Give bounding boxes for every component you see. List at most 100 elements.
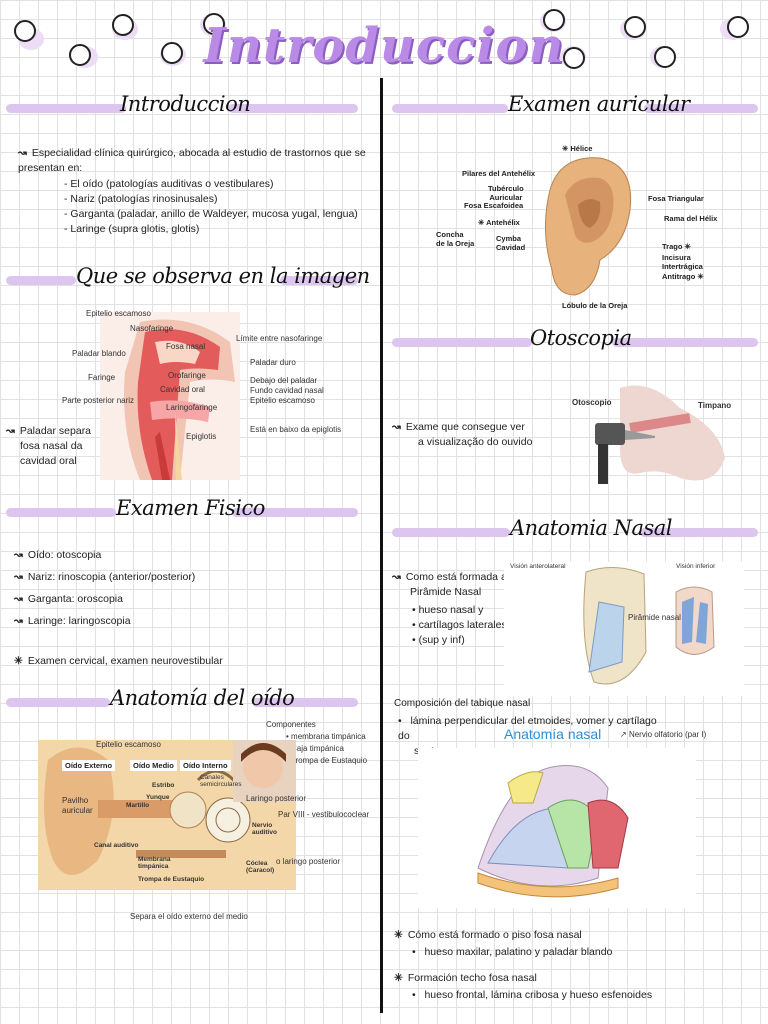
section-heading-otoscopia: Otoscopia: [530, 326, 632, 350]
examen-list: ↝Oído: otoscopia ↝Nariz: rinoscopia (ant…: [14, 548, 364, 629]
column-divider: [380, 78, 383, 1013]
label-epitelio: Epitelio escamoso: [86, 309, 151, 318]
examen-extra: ✳Examen cervical, examen neurovestibular: [14, 655, 223, 667]
intro-text: ↝Especialidad clínica quirúrgico, abocad…: [18, 147, 366, 174]
section-heading-observa: Que se observa en la imagen: [76, 264, 370, 288]
auricle-image: [530, 150, 640, 300]
intro-list: - El oído (patologías auditivas o vestib…: [64, 177, 374, 237]
decor-circle: [654, 46, 676, 68]
asterisk-icon: ✳: [682, 242, 691, 251]
label-vista-inferior: Visión inferior: [676, 563, 716, 570]
curved-arrow-icon: ↝: [18, 147, 27, 159]
curved-arrow-icon: ↝: [392, 571, 401, 583]
label-nervio: Nervio auditivo: [252, 822, 277, 836]
label-cavidad-oral: Cavidad oral: [160, 385, 205, 394]
label-debajo: Debajo del paladar Fundo cavidad nasal E…: [250, 376, 324, 405]
label-limite: Límite entre nasofaringe: [236, 334, 323, 343]
heading-bar: [252, 698, 358, 707]
label-faringe: Faringe: [88, 373, 116, 382]
curved-arrow-icon: ↝: [6, 425, 15, 437]
piramide-text: ↝Como está formada a Pirâmide Nasal: [392, 571, 507, 598]
label-bajo-epiglotis: Está en baixo da epiglotis: [250, 425, 342, 434]
label-epitelio-oido: Epitelio escamoso: [96, 740, 161, 749]
label-piramide-nasal: Pirâmide nasal: [628, 613, 681, 622]
label-laringo-posterior-2: o laringo posterior: [276, 857, 341, 866]
label-canales: Canales semicirculares: [200, 774, 242, 788]
decor-circle: [624, 16, 646, 38]
label-trago: Trago ✳: [662, 242, 691, 251]
label-lobulo: Lóbulo de la Oreja: [562, 301, 628, 310]
decor-circle: [563, 47, 585, 69]
section-heading-examen: Examen Fisico: [116, 496, 265, 520]
label-canal: Canal auditivo: [94, 842, 139, 849]
label-vista-anterolateral: Visión anterolateral: [510, 563, 566, 570]
curved-arrow-icon: ↝: [392, 421, 401, 433]
list-item: • hueso frontal, lámina cribosa y hueso …: [412, 989, 653, 1001]
label-epiglotis: Epiglotis: [186, 432, 217, 441]
label-laringo-posterior: Laringo posterior: [246, 794, 307, 803]
tabique-title: Composición del tabique nasal: [394, 698, 531, 709]
otoscope-image: [580, 378, 730, 496]
section-heading-nasal: Anatomia Nasal: [510, 516, 673, 540]
piramide-list: hueso nasal y cartílagos laterales (sup …: [412, 603, 522, 648]
throat-anatomy-image: [100, 312, 240, 480]
heading-bar: [6, 276, 76, 285]
label-membrana: Membrana timpánica: [138, 856, 171, 870]
asterisk-icon: ✳: [394, 972, 403, 984]
heading-bar: [6, 698, 110, 707]
label-timpano: Timpano: [698, 401, 732, 410]
label-estribo: Estribo: [152, 782, 175, 789]
list-item: - Nariz (patologías rinosinusales): [64, 193, 218, 205]
decor-circle: [727, 16, 749, 38]
label-par-viii: Par VIII - vestibulococlear: [278, 810, 370, 819]
label-oido-interno: Oído Interno: [180, 760, 231, 771]
heading-bar: [228, 104, 358, 113]
decor-circle: [14, 20, 36, 42]
label-antitrago: Antitrago ✳: [662, 272, 704, 281]
list-item: - Garganta (paladar, anillo de Waldeyer,…: [64, 208, 358, 220]
list-item: • lámina perpendicular del etmoides, vom…: [398, 715, 657, 742]
piso-list: • hueso maxilar, palatino y paladar blan…: [412, 945, 732, 960]
heading-bar: [280, 276, 358, 285]
section-heading-intro: Introduccion: [120, 92, 251, 116]
label-concha: Concha de la Oreja: [436, 230, 475, 248]
label-antehelix: ✳ Antehélix: [478, 218, 520, 227]
decor-circle: [543, 9, 565, 31]
label-nasofaringe: Nasofaringe: [130, 324, 174, 333]
nasal-pyramid-image: [504, 562, 744, 696]
observa-note: ↝Paladar separa fosa nasal da cavidad or…: [6, 425, 92, 467]
list-item: ↝Garganta: oroscopia: [14, 593, 123, 605]
arrow-icon: ↗: [620, 730, 629, 739]
piso-text: ✳Cómo está formado o piso fosa nasal: [394, 929, 582, 941]
label-coclea: Cóclea (Caracol): [246, 860, 275, 874]
asterisk-icon: ✳: [695, 272, 704, 281]
label-trompa: Trompa de Eustaquio: [138, 876, 205, 883]
heading-bar: [392, 528, 510, 537]
list-item: hueso nasal y: [412, 603, 522, 618]
label-rama: Rama del Hélix: [664, 214, 718, 223]
heading-bar: [6, 104, 126, 113]
label-fosa-triangular: Fosa Triangular: [648, 194, 704, 203]
curved-arrow-icon: ↝: [14, 571, 23, 583]
label-fosa-escafoidea: Fosa Escafoidea: [464, 201, 524, 210]
techo-list: • hueso frontal, lámina cribosa y hueso …: [412, 988, 742, 1003]
label-incisura: Incisura Intertrágica: [662, 253, 703, 271]
label-laringofaringe: Laringofaringe: [166, 403, 218, 412]
label-oido-medio: Oído Medio: [130, 760, 177, 771]
techo-text: ✳Formación techo fosa nasal: [394, 972, 537, 984]
heading-bar: [6, 508, 116, 517]
label-otoscopio: Otoscopio: [572, 398, 612, 407]
label-anatomia-nasal-title: Anatomía nasal: [504, 726, 602, 742]
label-pavilhao: Pavilho auricular: [62, 796, 93, 815]
label-parte-posterior: Parte posterior nariz: [62, 396, 135, 405]
heading-bar: [392, 338, 532, 347]
list-item: ↝Laringe: laringoscopia: [14, 615, 131, 627]
label-oido-externo: Oído Externo: [62, 760, 116, 771]
label-tuberculo: Tubérculo Auricular: [488, 184, 524, 202]
label-cymba: Cymba Cavidad: [496, 234, 526, 252]
section-heading-auricular: Examen auricular: [508, 92, 690, 116]
label-paladar-blando: Paladar blando: [72, 349, 126, 358]
list-item: ↝Oído: otoscopia: [14, 549, 102, 561]
label-yunque: Yunque: [146, 794, 170, 801]
label-pilares: Pilares del Antehélix: [462, 169, 536, 178]
